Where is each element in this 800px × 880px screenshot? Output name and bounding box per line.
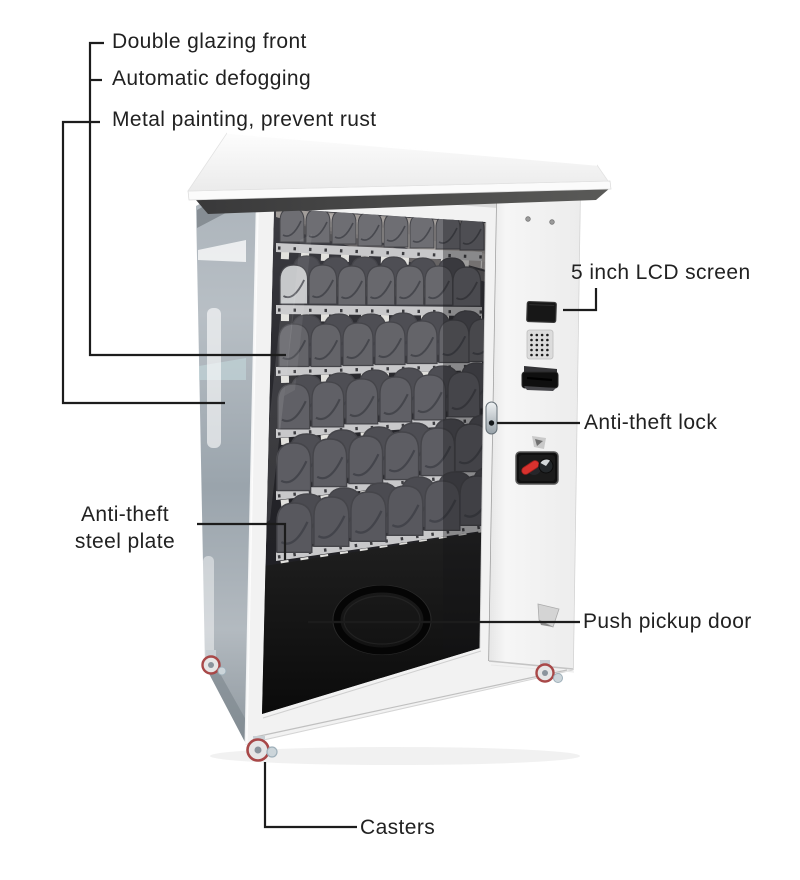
callout-line-double-glazing — [88, 41, 286, 357]
anti-theft-lock-handle — [485, 401, 498, 435]
casters-group — [201, 650, 563, 762]
delivery-bin-panel — [262, 532, 484, 714]
keypad — [526, 329, 554, 360]
control-panel — [485, 194, 580, 673]
callout-line-lcd-screen — [563, 288, 598, 312]
arrow-sticker — [532, 436, 546, 449]
label-casters: Casters — [360, 816, 436, 839]
callout-line-casters — [263, 762, 357, 829]
callout-line-metal-painting — [61, 120, 225, 405]
caster — [246, 736, 278, 762]
interior-shadow — [443, 218, 486, 654]
lcd-screen — [526, 300, 557, 324]
shelf-rail — [276, 361, 482, 376]
shelf-rail — [276, 243, 482, 261]
screw — [549, 219, 555, 225]
callout-lines — [61, 41, 598, 829]
coin-handle-red — [521, 460, 540, 475]
label-metal-painting: Metal painting, prevent rust — [112, 108, 377, 131]
machine-roof — [187, 132, 612, 214]
pickup-door-ring — [333, 585, 431, 655]
bottom-frame — [254, 650, 568, 738]
label-anti-theft-steel-plate-line2: steel plate — [74, 530, 176, 553]
caster — [201, 650, 227, 676]
ground-shadow — [210, 747, 580, 765]
label-push-pickup-door: Push pickup door — [583, 610, 752, 633]
caster — [535, 660, 563, 683]
screw — [525, 216, 531, 222]
callout-line-steel-plate — [197, 522, 287, 560]
label-lcd-screen: 5 inch LCD screen — [571, 261, 751, 284]
roof-top — [187, 132, 609, 192]
roof-underside — [196, 188, 610, 214]
coin-acceptor — [515, 451, 559, 485]
label-double-glazing-front: Double glazing front — [112, 30, 307, 53]
glass-reflection — [284, 234, 312, 396]
card-reader — [521, 366, 559, 391]
label-anti-theft-lock: Anti-theft lock — [584, 411, 718, 434]
label-automatic-defogging: Automatic defogging — [112, 67, 312, 90]
label-anti-theft-steel-plate-line1: Anti-theft — [80, 503, 170, 526]
label-anti-theft-steel-plate: Anti-theft steel plate — [50, 501, 200, 555]
